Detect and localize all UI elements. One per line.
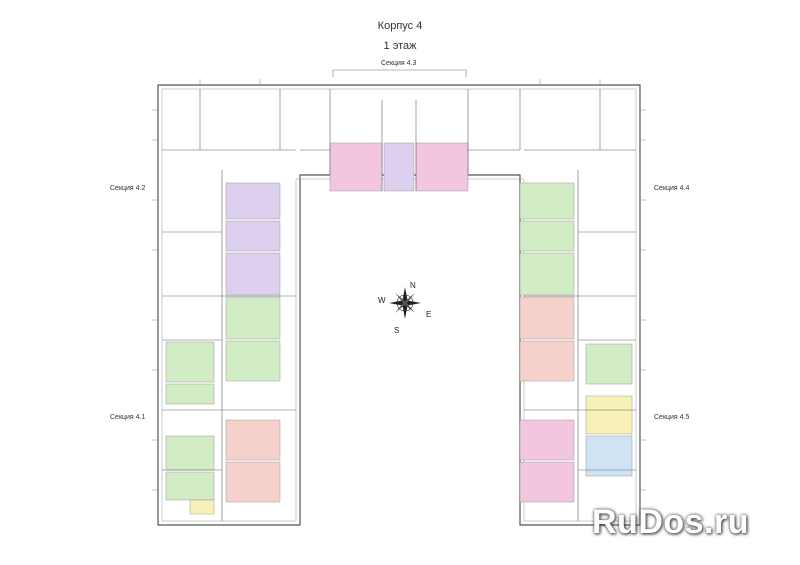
section-label-4-5: Секция 4.5 [654, 414, 690, 421]
building-outline [157, 84, 641, 526]
window-marks [152, 79, 646, 491]
apartment-fills [165, 142, 633, 515]
compass-w: W [378, 296, 386, 305]
compass-s: S [394, 326, 399, 335]
watermark-logo: RuDos.ru [592, 503, 749, 541]
section-bracket [332, 69, 467, 77]
section-label-4-1: Секция 4.1 [110, 414, 146, 421]
compass-n: N [410, 281, 416, 290]
section-label-4-3: Секция 4.3 [381, 60, 417, 67]
interior-walls [162, 89, 636, 521]
compass-e: E [426, 310, 431, 319]
section-label-4-2: Секция 4.2 [110, 185, 146, 192]
section-label-4-4: Секция 4.4 [654, 185, 690, 192]
building-title: Корпус 4 [377, 20, 423, 32]
compass [389, 287, 421, 319]
floor-title: 1 этаж [383, 40, 417, 52]
